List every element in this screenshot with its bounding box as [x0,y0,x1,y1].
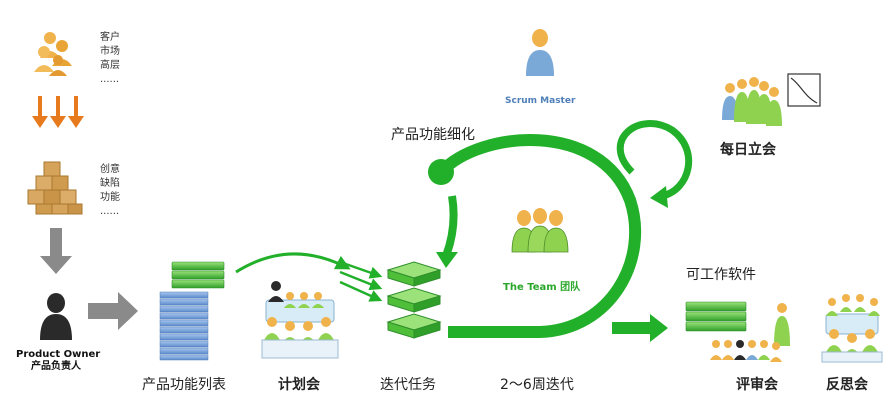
daily-standup-people-icon [722,77,782,126]
product-backlog-stack-icon [159,291,209,361]
sprint-loop-arrow [428,134,642,338]
input-label-more: ...... [100,206,120,217]
product-backlog-label: 产品功能列表 [142,377,226,393]
product-owner-label: Product Owner 产品负责人 [16,349,101,373]
boxes-pile-icon [27,161,83,215]
review-meeting-people-icon [710,303,790,362]
product-owner-zh: 产品负责人 [31,361,81,372]
working-software-bars-icon [685,301,747,332]
team-people-icon [511,208,569,253]
review-meeting-label: 评审会 [736,377,778,393]
working-software-label: 可工作软件 [686,267,756,283]
refinement-label: 产品功能细化 [391,127,475,143]
planning-meeting-label: 计划会 [278,377,320,393]
daily-standup-label: 每日立会 [720,142,776,158]
stakeholder-label-management: 高层 [100,60,120,71]
product-owner-en: Product Owner [16,349,101,360]
sprint-exit-arrow [612,314,668,342]
burndown-chart-icon [787,73,821,107]
orange-down-arrows-icon [32,96,84,128]
sprint-tasks-stack-icon [386,261,442,339]
retrospective-meeting-people-icon [821,294,883,363]
daily-standup-loop-arrow [616,120,693,208]
planning-meeting-people-icon [261,281,339,359]
product-owner-person-icon [40,293,72,340]
gray-right-arrow-icon [88,292,138,330]
backlog-green-bars-icon [171,261,225,289]
input-label-defects: 缺陷 [100,178,120,189]
input-label-features: 功能 [100,192,120,203]
input-label-ideas: 创意 [100,164,120,175]
stakeholders-people-icon [34,32,72,76]
backlog-to-planning-arrow [235,252,351,274]
stakeholders-labels: 客户 市场 高层 ...... [100,31,120,87]
team-label: The Team 团队 [503,282,581,293]
scrum-master-person-icon [526,29,554,76]
retrospective-meeting-label: 反思会 [826,377,868,393]
sprint-duration-label: 2～6周迭代 [500,377,574,393]
stakeholder-label-more: ...... [100,74,120,85]
planning-to-tasks-arrows [339,260,383,302]
stakeholder-label-customer: 客户 [100,32,120,43]
scrum-master-label: Scrum Master [505,96,576,106]
sprint-tasks-label: 迭代任务 [380,377,436,393]
stakeholder-label-market: 市场 [100,46,120,57]
gray-down-arrow-icon [40,228,72,274]
inputs-labels: 创意 缺陷 功能 ...... [100,163,120,219]
